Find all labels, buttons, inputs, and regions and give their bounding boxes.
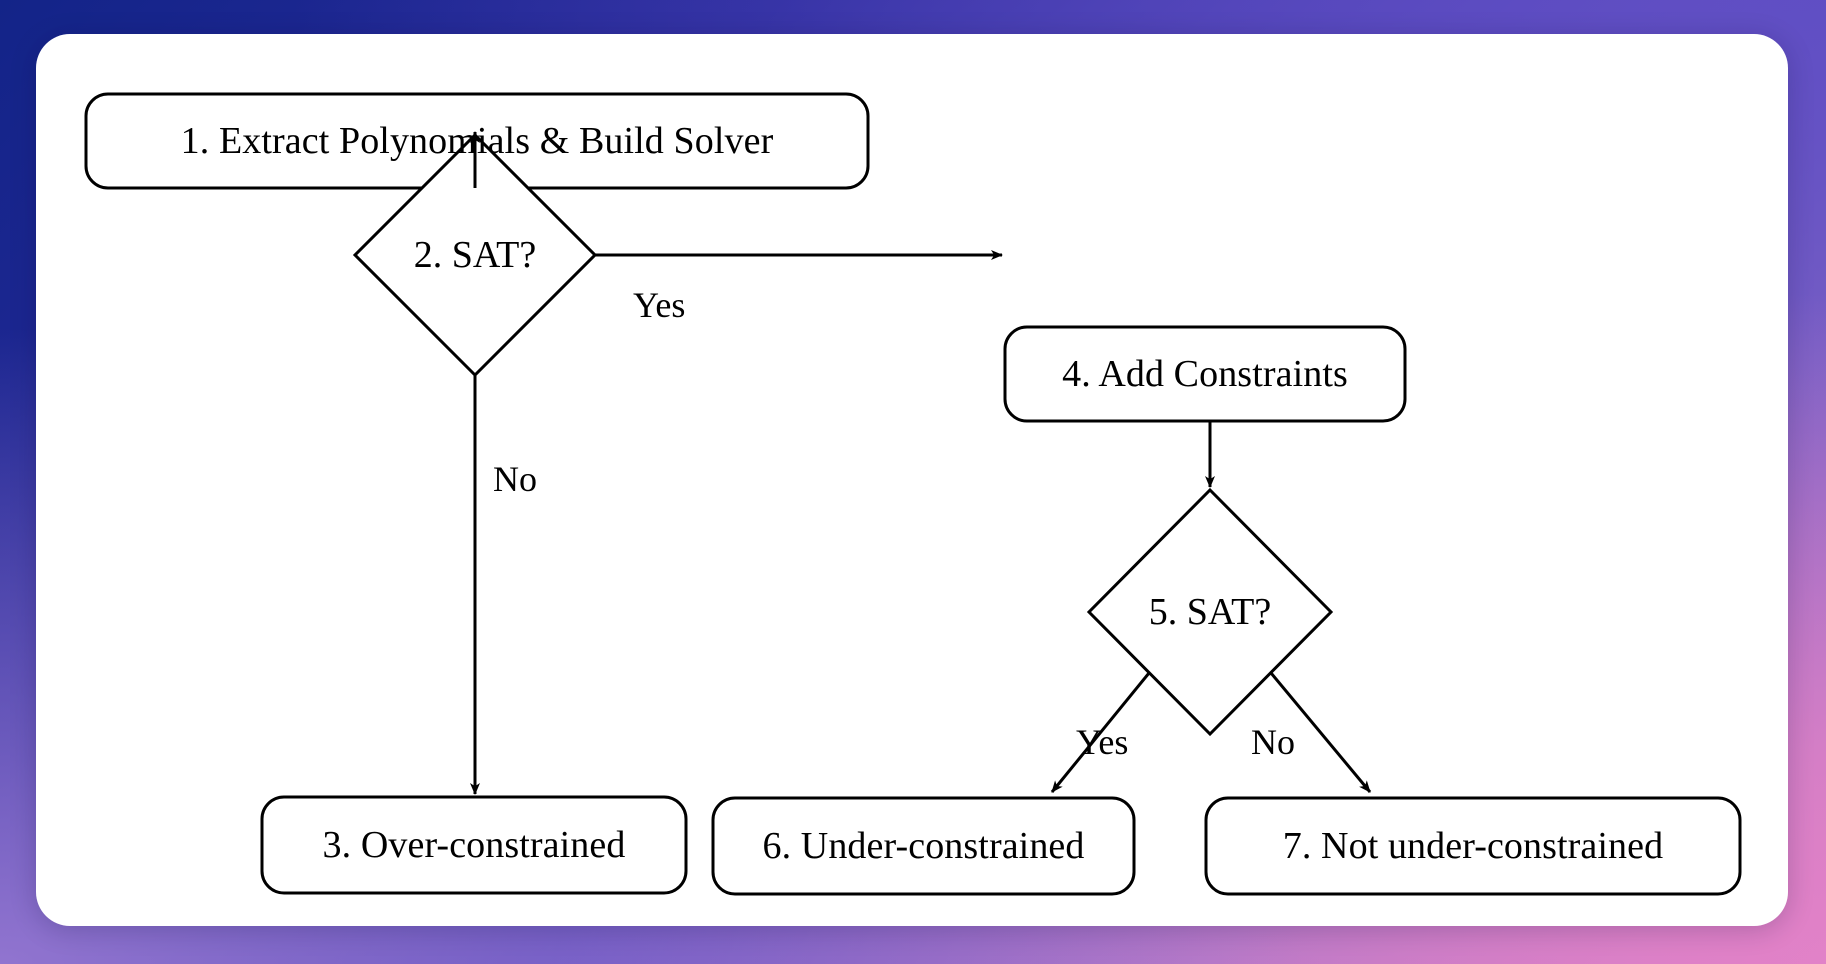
node-5-sat-decision[interactable] — [1086, 487, 1334, 737]
node-7-not-under-constrained[interactable] — [1204, 796, 1742, 896]
edge-label-sat2-yes: Yes — [633, 285, 686, 325]
node-3-over-constrained[interactable] — [260, 795, 688, 895]
diagram-card: 1. Extract Polynomials & Build Solver 2.… — [36, 34, 1788, 926]
edge-label-sat5-no: No — [1251, 722, 1295, 762]
node-6-under-constrained[interactable] — [711, 796, 1136, 896]
edge-label-sat2-no: No — [493, 459, 537, 499]
edge-node5-to-node7-no — [1269, 672, 1372, 793]
node-4-add-constraints[interactable] — [1003, 325, 1407, 423]
flowchart-canvas — [84, 92, 1742, 896]
edge-node5-to-node6-yes — [1050, 672, 1151, 793]
edge-label-sat5-yes: Yes — [1076, 722, 1129, 762]
